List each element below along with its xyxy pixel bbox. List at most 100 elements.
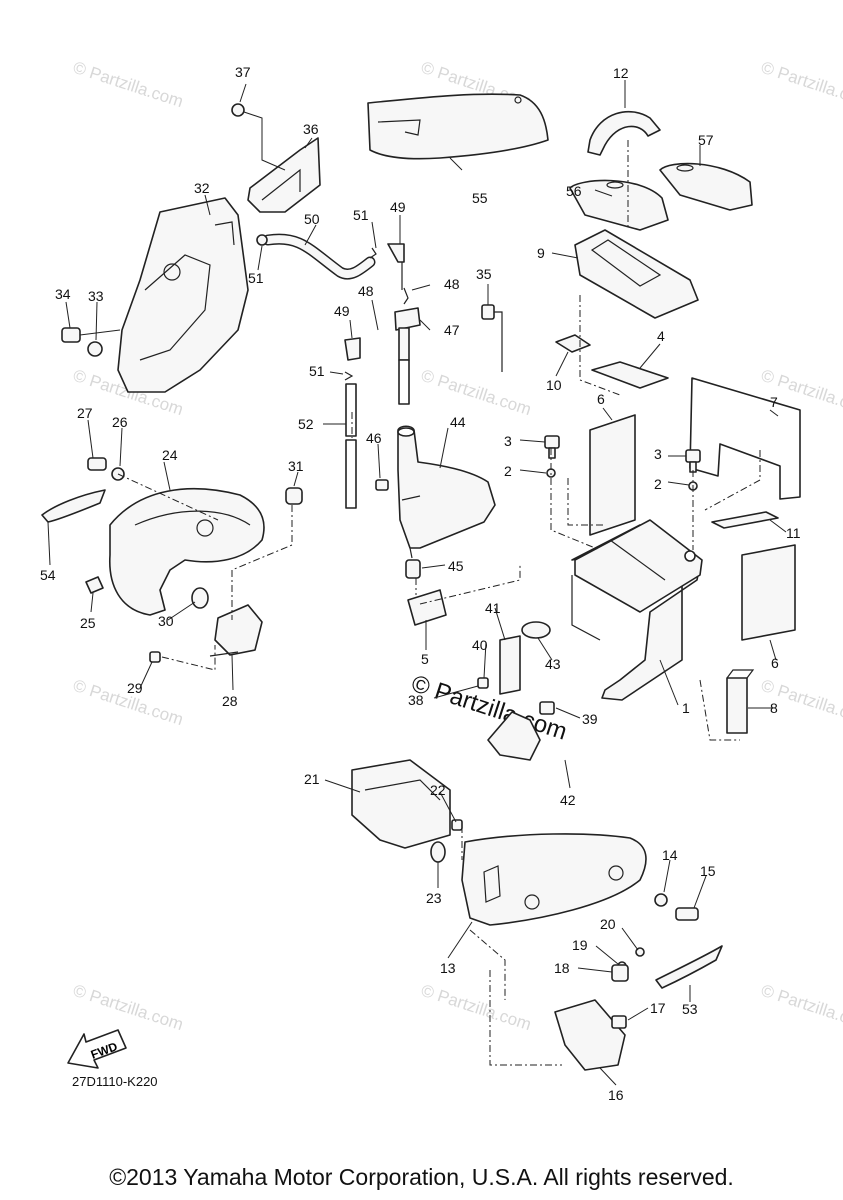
callout-7: 7 [770,394,778,410]
part-46-bolt [375,479,389,491]
part-45-grommet [405,559,421,579]
part-43-clamp [521,621,551,639]
part-31-grommet [285,487,303,505]
part-50-hose [256,233,376,280]
callout-54: 54 [40,567,56,583]
callout-6: 6 [597,391,605,407]
part-25-tag [85,576,104,594]
watermark: © Partzilla.com [419,981,534,1034]
callout-37: 37 [235,64,251,80]
part-4-sheet [591,361,669,389]
part-29-bolt [149,651,161,663]
part-5-pad [407,589,447,626]
callout-49: 49 [334,303,350,319]
callout-32: 32 [194,180,210,196]
callout-4: 4 [657,328,665,344]
callout-48: 48 [358,283,374,299]
callout-43: 43 [545,656,561,672]
callout-20: 20 [600,916,616,932]
part-30-grommet [191,587,209,609]
part-7-sheet [689,377,801,500]
callout-8: 8 [770,700,778,716]
callout-56: 56 [566,183,582,199]
part-1-battery-box [571,519,703,701]
part-54-strip [41,489,106,523]
callout-57: 57 [698,132,714,148]
assembly-lines [117,140,761,1066]
callout-51: 51 [353,207,369,223]
callout-35: 35 [476,266,492,282]
part-14-15-bolts [654,893,699,921]
callout-6: 6 [771,655,779,671]
callout-13: 13 [440,960,456,976]
fwd-arrow-icon: FWD [67,1029,127,1069]
watermark: © Partzilla.com [71,981,186,1034]
watermark: © Partzilla.com [759,58,843,111]
callout-50: 50 [304,211,320,227]
callout-2: 2 [504,463,512,479]
part-37-bolt [231,103,286,171]
part-57-pad [659,162,753,211]
callout-33: 33 [88,288,104,304]
callout-51: 51 [248,270,264,286]
callout-53: 53 [682,1001,698,1017]
part-9-tray [574,229,699,319]
callout-36: 36 [303,121,319,137]
callout-28: 28 [222,693,238,709]
callout-48: 48 [444,276,460,292]
part-44-tank [397,425,496,559]
part-11-strip [711,511,779,529]
callout-23: 23 [426,890,442,906]
part-40-bolt [477,677,489,689]
callout-46: 46 [366,430,382,446]
callout-44: 44 [450,414,466,430]
callout-21: 21 [304,771,320,787]
part-22-bolt [451,819,463,831]
callout-31: 31 [288,458,304,474]
callout-5: 5 [421,651,429,667]
callout-42: 42 [560,792,576,808]
callout-24: 24 [162,447,178,463]
watermark: © Partzilla.com [759,981,843,1034]
callout-30: 30 [158,613,174,629]
part-49-upper-tube [369,243,405,290]
callout-labels: 1 2 2 3 3 4 5 6 6 7 8 9 10 11 12 13 14 1… [40,64,801,1103]
part-26-27-bolts [87,457,125,481]
part-17-bolt [611,1015,627,1029]
part-42-bracket [487,711,541,761]
part-35-sensor [481,304,503,372]
callout-14: 14 [662,847,678,863]
part-10-pad [555,334,591,353]
callout-10: 10 [546,377,562,393]
part-21-bracket [351,759,451,849]
callout-22: 22 [430,782,446,798]
callout-47: 47 [444,322,460,338]
callout-11: 11 [786,525,801,541]
part-55-plate [367,93,549,160]
part-52-tube [344,337,361,509]
watermark: © Partzilla.com [71,58,186,111]
callout-17: 17 [650,1000,666,1016]
part-47-fitting [394,287,421,405]
callout-18: 18 [554,960,570,976]
callout-49: 49 [390,199,406,215]
callout-1: 1 [682,700,690,716]
part-39-block [539,701,555,715]
copyright-footer: ©2013 Yamaha Motor Corporation, U.S.A. A… [109,1164,734,1190]
part-36-bracket [247,137,321,213]
callout-3: 3 [654,446,662,462]
part-6-sheet [589,414,796,641]
callout-39: 39 [582,711,598,727]
part-18-19-20-fittings [611,947,645,982]
callout-15: 15 [700,863,716,879]
callout-19: 19 [572,937,588,953]
callout-16: 16 [608,1087,624,1103]
part-13-side-cover [461,833,647,926]
watermark: © Partzilla.com [419,366,534,419]
callout-40: 40 [472,637,488,653]
callout-41: 41 [485,600,501,616]
callout-38: 38 [408,692,424,708]
part-8-block [726,669,755,734]
part-12-strap [587,110,661,156]
